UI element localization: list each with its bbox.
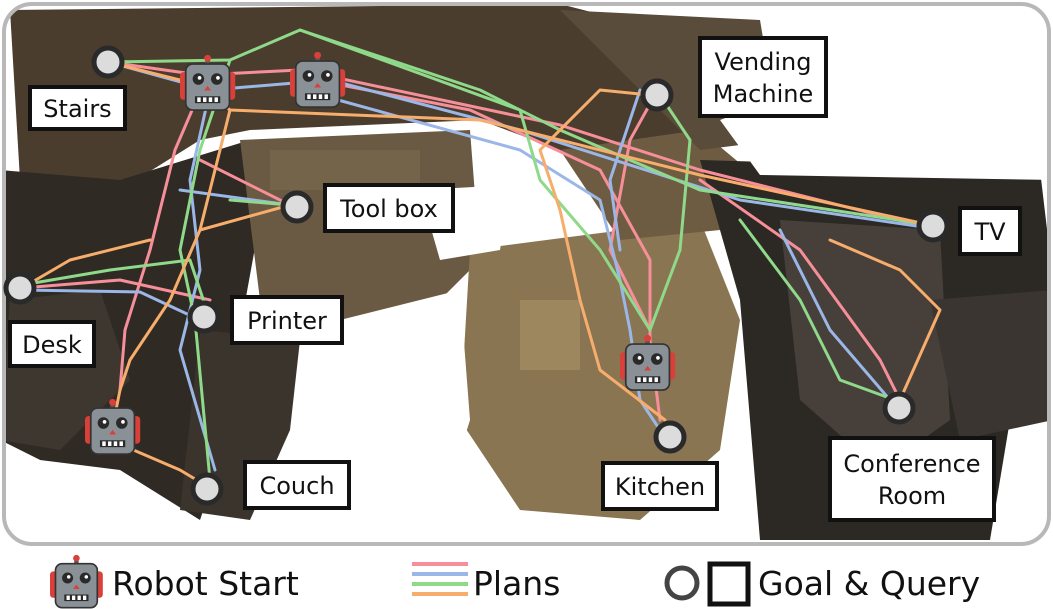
label-conference-room-line-1: Conference	[843, 450, 980, 478]
label-desk: Desk	[22, 331, 82, 359]
label-couch: Couch	[259, 472, 334, 500]
robot-icon	[620, 334, 676, 391]
label-stairs: Stairs	[43, 95, 111, 123]
label-kitchen: Kitchen	[615, 473, 705, 501]
goal-marker-tool-box	[280, 190, 314, 224]
query-box-couch	[243, 460, 351, 510]
plan-green	[20, 28, 932, 482]
goal-marker-couch	[190, 472, 224, 506]
legend-goal-query: Goal & Query	[758, 564, 980, 603]
label-vending-machine-line-2: Machine	[713, 80, 813, 108]
goal-marker-desk	[3, 271, 37, 305]
query-box-tv	[958, 206, 1022, 256]
goal-marker-stairs	[91, 45, 125, 79]
legend-robot-start: Robot Start	[112, 564, 299, 603]
query-square-icon	[707, 561, 751, 607]
query-box-tool-box	[323, 183, 455, 233]
robot-icon	[50, 554, 103, 609]
robot-icon	[180, 54, 236, 111]
query-box-conference-room	[828, 436, 996, 522]
label-vending-machine-line-1: Vending	[715, 48, 812, 76]
label-tv: TV	[973, 218, 1006, 246]
legend: Robot Start Plans Goal & Query	[50, 554, 980, 609]
goal-markers	[3, 45, 950, 506]
query-box-vending-machine	[698, 36, 828, 118]
legend-plans: Plans	[473, 564, 560, 603]
map-border	[2, 2, 1051, 546]
label-conference-room-line-2: Room	[878, 482, 946, 510]
goal-marker-tv	[916, 209, 950, 243]
label-printer: Printer	[247, 307, 327, 335]
plans-swatch	[412, 562, 468, 596]
goal-circle-icon	[664, 565, 700, 601]
robot-icon	[290, 51, 346, 108]
query-box-stairs	[28, 85, 127, 131]
robot-starts	[85, 51, 676, 455]
goal-marker-kitchen	[653, 420, 687, 454]
query-box-printer	[230, 295, 344, 345]
robot-icon	[85, 398, 141, 455]
goal-marker-vending-machine	[640, 78, 674, 112]
label-tool-box: Tool box	[339, 195, 438, 223]
goal-marker-printer	[187, 300, 221, 334]
query-box-kitchen	[601, 461, 719, 511]
query-box-desk	[8, 320, 96, 368]
goal-marker-conference-room	[882, 391, 916, 425]
robot-icon	[50, 554, 103, 609]
